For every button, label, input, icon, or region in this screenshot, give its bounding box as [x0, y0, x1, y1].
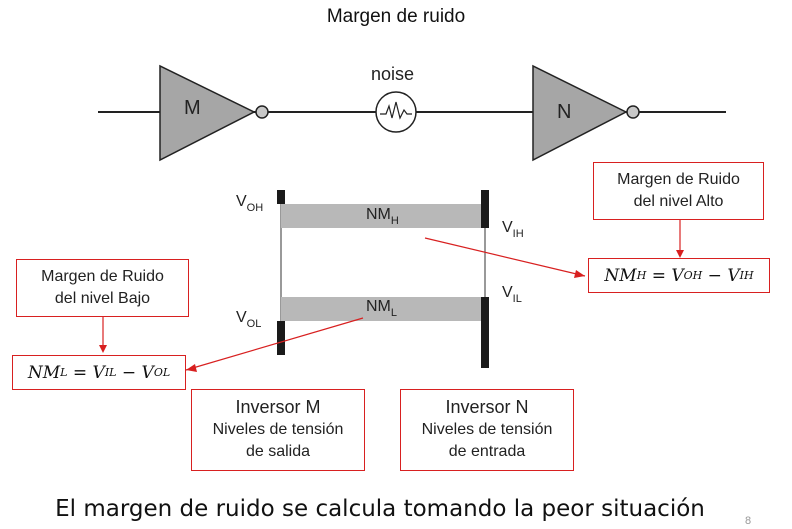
- page-number: 8: [745, 515, 752, 527]
- nmh-band: [281, 204, 485, 228]
- high-box-arrowhead: [676, 250, 684, 258]
- vol-label: VOL: [236, 309, 262, 330]
- vih-bar: [481, 190, 489, 228]
- nmh-pointer: [424, 237, 586, 277]
- noise-waveform: [380, 101, 412, 120]
- inverter-m-title: Inversor M: [235, 397, 321, 417]
- vil-label: VIL: [502, 284, 522, 305]
- voh-label: VOH: [236, 193, 264, 214]
- high-margin-line2: del nivel Alto: [633, 193, 724, 210]
- inverter-n-title: Inversor N: [445, 397, 529, 417]
- inverter-n-line3: de entrada: [448, 443, 526, 460]
- page-title: Margen de ruido: [326, 6, 466, 27]
- nml-label: NML: [366, 298, 398, 319]
- inverter-m-line3: de salida: [245, 443, 311, 460]
- nml-band: [281, 297, 485, 321]
- nml-pointer: [185, 317, 364, 371]
- inverter-n-label: N: [557, 101, 572, 123]
- low-margin-line1: Margen de Ruido: [41, 268, 164, 285]
- conclusion-text: El margen de ruido se calcula tomando la…: [55, 496, 705, 522]
- voh-bar: [277, 190, 285, 204]
- low-box-arrowhead: [99, 345, 107, 353]
- high-margin-callout: Margen de Ruido del nivel Alto: [593, 162, 764, 220]
- nmh-label: NMH: [366, 206, 399, 227]
- vih-label: VIH: [502, 219, 524, 240]
- high-margin-line1: Margen de Ruido: [617, 171, 740, 188]
- low-margin-callout: Margen de Ruido del nivel Bajo: [16, 259, 189, 317]
- inverter-n-box: Inversor N Niveles de tensión de entrada: [400, 389, 574, 471]
- vil-bar: [481, 297, 489, 368]
- nml-pointer-head: [186, 364, 197, 372]
- low-margin-line2: del nivel Bajo: [54, 290, 151, 307]
- inverter-m-line2: Niveles de tensión: [212, 421, 344, 438]
- inverter-m-triangle: [159, 64, 256, 162]
- vol-bar: [277, 321, 285, 355]
- inverter-n-bubble: [626, 105, 640, 119]
- inverter-n-triangle: [532, 64, 628, 162]
- nmh-pointer-head: [574, 270, 585, 278]
- inverter-n-line2: Niveles de tensión: [421, 421, 553, 438]
- inverter-m-bubble: [255, 105, 269, 119]
- noise-source-circle: [375, 91, 417, 133]
- inverter-m-label: M: [184, 97, 201, 119]
- inverter-m-box: Inversor M Niveles de tensión de salida: [191, 389, 365, 471]
- noise-label: noise: [371, 64, 415, 84]
